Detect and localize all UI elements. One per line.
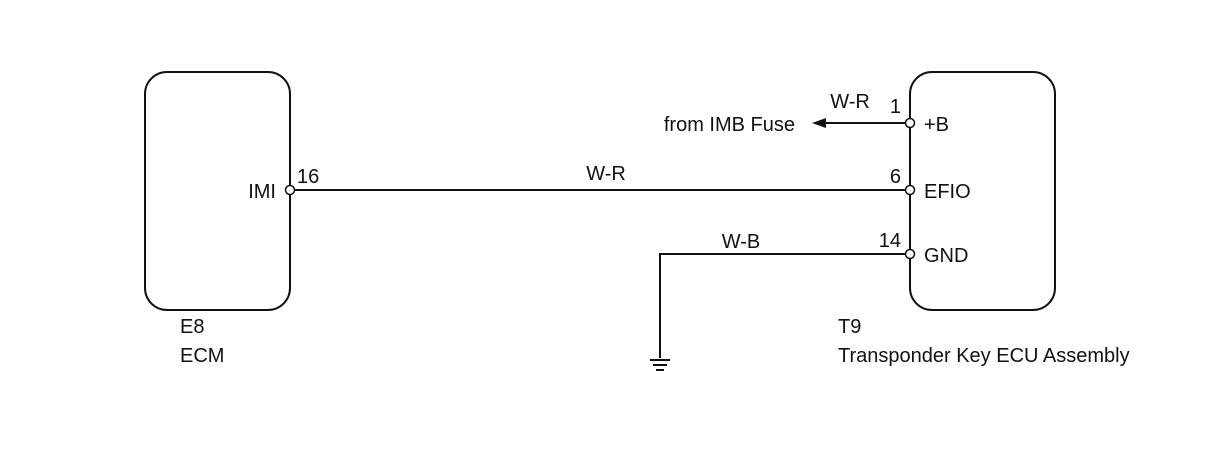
transponder-connector-code: T9 <box>838 316 861 338</box>
transponder-pin-1-label: +B <box>924 114 949 136</box>
ecm-connector-code: E8 <box>180 316 204 338</box>
ground-wire <box>659 253 910 358</box>
transponder-pin-6-number: 6 <box>890 166 901 188</box>
ground-symbol-icon <box>650 359 670 371</box>
transponder-pin-1-number: 1 <box>890 96 901 118</box>
signal-wire-color: W-R <box>586 163 626 185</box>
transponder-name: Transponder Key ECU Assembly <box>838 345 1130 367</box>
arrow-left-icon <box>812 118 826 128</box>
ground-wire-color: W-B <box>722 231 761 253</box>
power-wire-color: W-R <box>830 91 870 113</box>
transponder-pin-6-label: EFIO <box>924 181 971 203</box>
transponder-pin-14-terminal <box>904 248 916 260</box>
ecm-name: ECM <box>180 345 224 367</box>
transponder-pin-14-label: GND <box>924 245 968 267</box>
ecm-imi-terminal <box>284 184 296 196</box>
ecm-pin-label: IMI <box>248 181 276 203</box>
transponder-pin-6-terminal <box>904 184 916 196</box>
transponder-pin-1-terminal <box>904 117 916 129</box>
ecm-pin-number: 16 <box>297 166 319 188</box>
transponder-pin-14-number: 14 <box>879 230 901 252</box>
power-source-label: from IMB Fuse <box>664 114 795 136</box>
